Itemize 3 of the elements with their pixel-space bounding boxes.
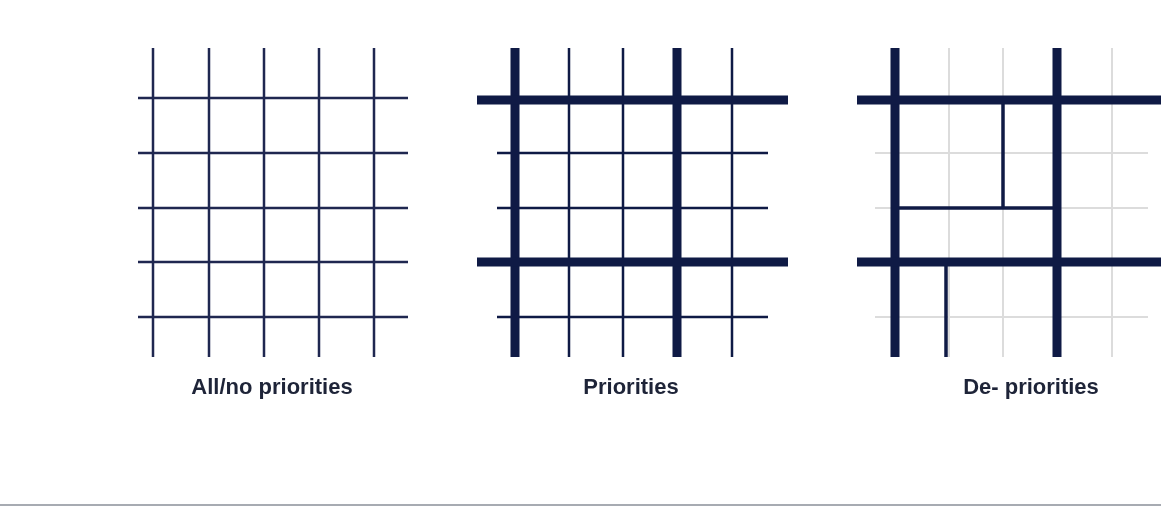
grid-caption: All/no priorities	[191, 374, 353, 400]
grid-caption: De- priorities	[963, 374, 1099, 400]
grid-caption: Priorities	[583, 374, 679, 400]
